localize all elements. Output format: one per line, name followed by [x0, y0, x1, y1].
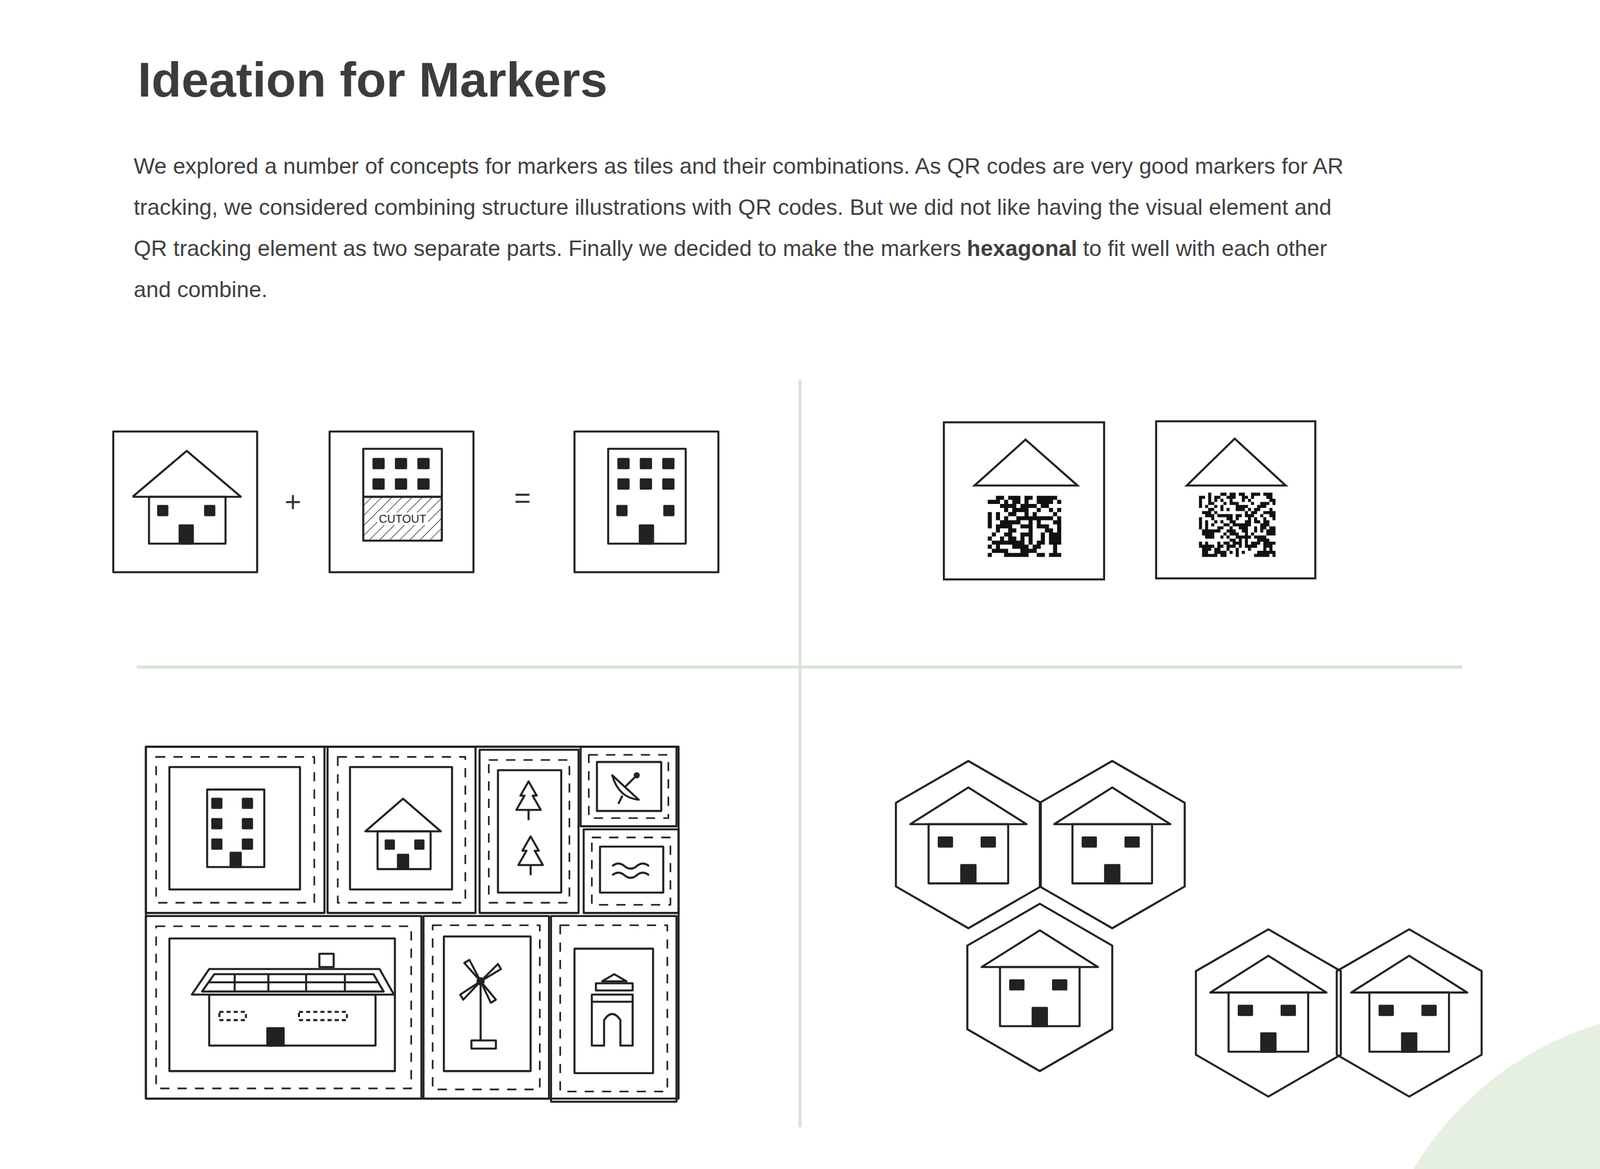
equals-sign: =: [514, 483, 531, 512]
house-roof: [910, 787, 1027, 824]
hexagon-outline: [896, 761, 1042, 929]
hexagon-outline: [1336, 929, 1482, 1097]
page-title: Ideation for Markers: [137, 52, 608, 107]
hexagon-tile: [967, 904, 1113, 1072]
house-body: [1369, 992, 1449, 1052]
house-body: [1228, 992, 1308, 1052]
house-window: [1281, 1005, 1295, 1015]
bold-word: hexagonal: [966, 236, 1078, 261]
tile-combination-sketch: [113, 431, 719, 572]
house-window: [1379, 1005, 1393, 1015]
house-door: [1032, 1008, 1047, 1027]
cutout-label: CUTOUT: [377, 512, 428, 526]
hexagon-outline: [967, 904, 1113, 1072]
house-window: [1053, 980, 1067, 990]
house-door: [1402, 1033, 1417, 1052]
house-window: [1010, 980, 1024, 990]
house-window: [1422, 1005, 1436, 1015]
plus-sign: +: [284, 487, 302, 516]
qr-code: [1198, 492, 1276, 557]
cutout-area: CUTOUT: [363, 496, 443, 541]
house-roof: [1210, 956, 1327, 993]
hexagon-outline: [1196, 929, 1342, 1097]
house-window: [981, 837, 995, 847]
qr-tile-sketch: [944, 421, 1316, 580]
house-door: [1261, 1033, 1276, 1052]
corner-blob: [1367, 1009, 1600, 1169]
hexagon-tile: [1196, 929, 1342, 1097]
city-map-sketch: [145, 746, 679, 1102]
house-window: [938, 837, 952, 847]
house-roof: [1350, 956, 1468, 993]
hexagon-tile: [1336, 929, 1482, 1097]
house-body: [928, 824, 1008, 884]
house-window: [1125, 837, 1139, 847]
house-body: [1000, 967, 1080, 1027]
hexagon-outline: [1040, 761, 1186, 929]
hexagon-tile: [896, 761, 1042, 929]
house-door: [961, 865, 976, 884]
divider: [798, 379, 802, 1128]
hexagon-tile: [1040, 761, 1186, 929]
house-roof: [1054, 787, 1171, 824]
divider: [136, 665, 1463, 669]
house-window: [1082, 837, 1096, 847]
house-door: [1105, 865, 1120, 884]
house-body: [1072, 824, 1152, 884]
house-roof: [981, 930, 1099, 967]
intro-paragraph: We explored a number of concepts for mar…: [133, 145, 1357, 311]
house-window: [1238, 1005, 1252, 1015]
qr-code: [988, 496, 1062, 558]
